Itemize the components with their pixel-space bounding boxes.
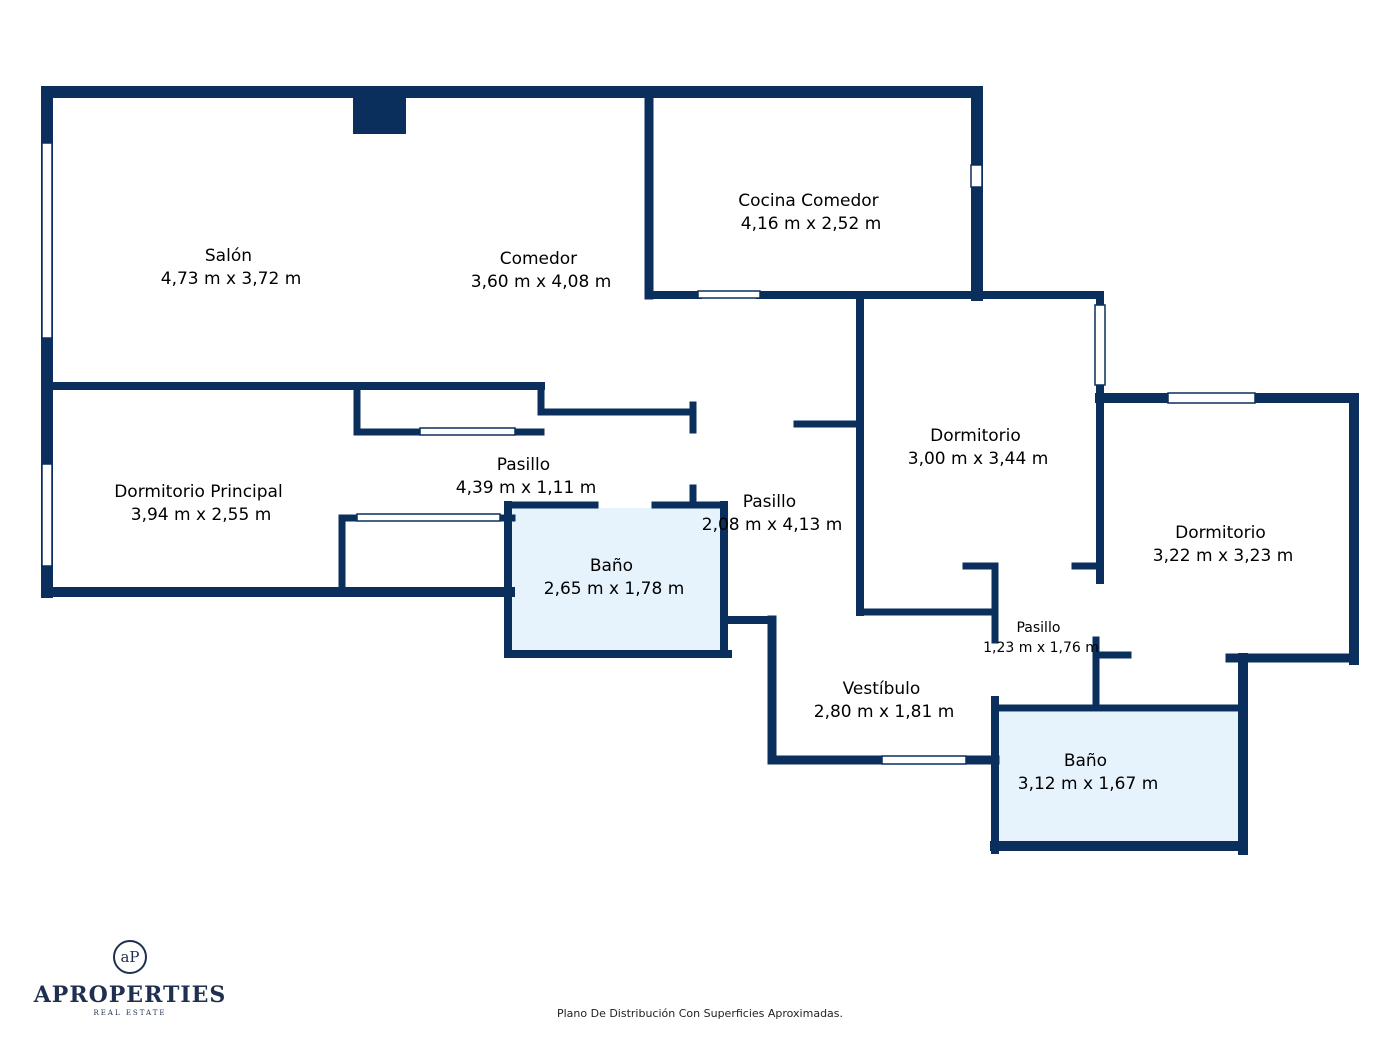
room-label-comedor: Comedor 3,60 m x 4,08 m <box>471 249 612 292</box>
bathroom-fill-2 <box>995 712 1243 845</box>
logo-mark-icon: aP <box>113 940 147 974</box>
room-label-bano-2: Baño 3,12 m x 1,67 m <box>1018 751 1159 794</box>
room-label-dormitorio-principal: Dormitorio Principal 3,94 m x 2,55 m <box>114 482 288 525</box>
company-logo: aP APROPERTIES REAL ESTATE <box>30 940 230 1017</box>
room-labels: Salón 4,73 m x 3,72 m Comedor 3,60 m x 4… <box>114 191 1293 794</box>
windows <box>41 142 1256 765</box>
logo-subtitle: REAL ESTATE <box>93 1009 167 1017</box>
room-label-bano-1: Baño 2,65 m x 1,78 m <box>544 556 685 599</box>
bathroom-fill-1 <box>512 508 722 650</box>
walls <box>41 86 1359 855</box>
room-label-dormitorio-2: Dormitorio 3,22 m x 3,23 m <box>1153 523 1294 566</box>
logo-name: APROPERTIES <box>33 982 227 1008</box>
room-label-salon: Salón 4,73 m x 3,72 m <box>161 246 302 289</box>
room-label-pasillo-3: Pasillo 1,23 m x 1,76 m <box>983 617 1099 656</box>
room-label-dormitorio-1: Dormitorio 3,00 m x 3,44 m <box>908 426 1049 469</box>
room-label-vestibulo: Vestíbulo 2,80 m x 1,81 m <box>814 679 955 722</box>
room-label-pasillo-1: Pasillo 4,39 m x 1,11 m <box>456 455 597 498</box>
footer-note: Plano De Distribución Con Superficies Ap… <box>556 1007 844 1020</box>
room-label-pasillo-2: Pasillo 2,08 m x 4,13 m <box>702 492 843 535</box>
room-label-cocina-comedor: Cocina Comedor 4,16 m x 2,52 m <box>738 191 884 234</box>
